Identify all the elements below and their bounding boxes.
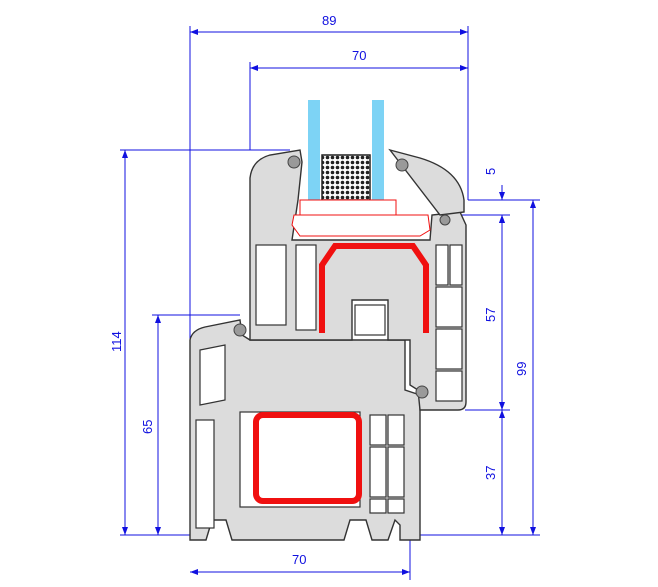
frame-profile [189,319,421,541]
dim-label-99: 99 [514,362,529,376]
spacer-bar [321,154,371,201]
glass-pane-outer [372,100,384,200]
dim-label-57: 57 [483,308,498,322]
glass-pane-inner [308,100,320,200]
gasket-top-right [395,158,409,172]
frame-reinforcement [253,412,362,504]
dim-label-37: 37 [483,466,498,480]
dim-label-70-top: 70 [352,48,366,63]
dim-label-70-bottom: 70 [292,552,306,567]
gasket-sash-right [439,214,451,226]
gasket-top-left [287,155,301,169]
dim-label-65: 65 [140,420,155,434]
sash-reinforcement [319,243,429,333]
gasket-frame-left [233,323,247,337]
dim-label-5: 5 [483,168,498,175]
dim-label-89: 89 [322,13,336,28]
gasket-frame-right [415,385,429,399]
sash-profile [249,148,467,411]
dim-label-114: 114 [109,331,124,352]
glazing-bead [291,199,431,237]
